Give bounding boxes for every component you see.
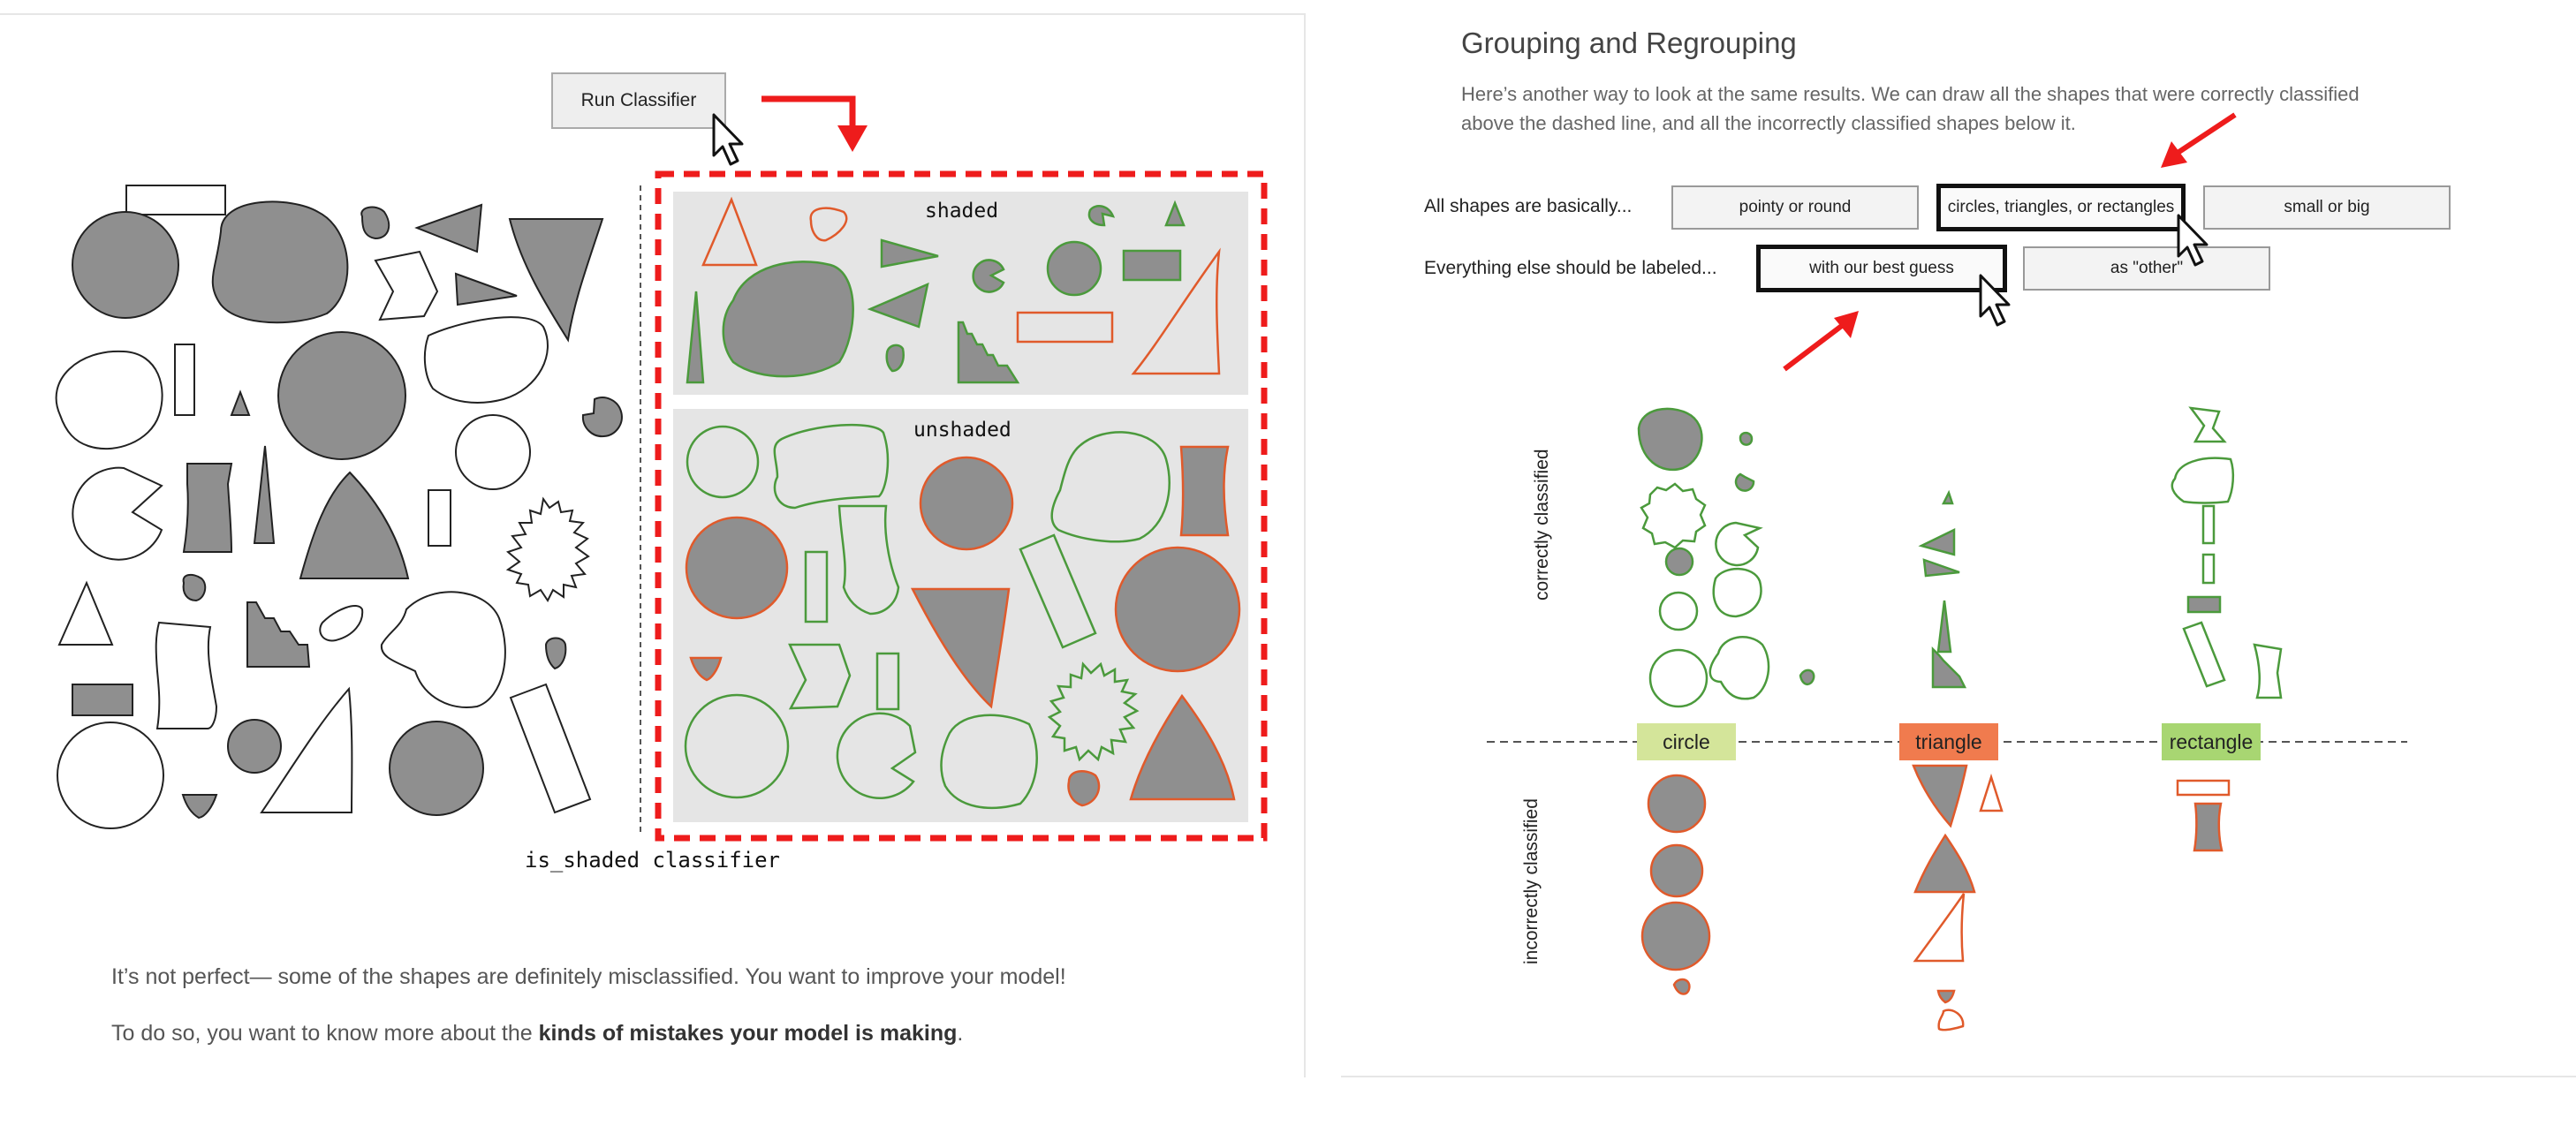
- bottom-border: [1341, 1076, 2576, 1077]
- description-line-2: above the dashed line, and all the incor…: [1461, 112, 2076, 134]
- shaded-label: shaded: [925, 200, 999, 223]
- paragraph-2-prefix: To do so, you want to know more about th…: [111, 1021, 539, 1046]
- row1-label: All shapes are basically...: [1424, 196, 1633, 216]
- top-border: [0, 13, 1306, 15]
- row2-label: Everything else should be labeled...: [1424, 258, 1717, 278]
- option-small-or-big[interactable]: small or big: [2203, 185, 2451, 230]
- paragraph-2-bold: kinds of mistakes your model is making: [538, 1021, 958, 1046]
- paragraph-2: To do so, you want to know more about th…: [111, 1021, 963, 1047]
- run-classifier-button[interactable]: Run Classifier: [551, 72, 726, 129]
- category-tag-rectangle: rectangle: [2162, 723, 2261, 760]
- category-tag-circle: circle: [1637, 723, 1736, 760]
- option-pointy-or-round[interactable]: pointy or round: [1671, 185, 1919, 230]
- paragraph-2-suffix: .: [957, 1021, 964, 1046]
- classifier-caption: is_shaded classifier: [525, 848, 780, 873]
- option-best-guess[interactable]: with our best guess: [1756, 245, 2007, 292]
- category-tag-triangle: triangle: [1899, 723, 1998, 760]
- option-circles-triangles-rectangles[interactable]: circles, triangles, or rectangles: [1936, 184, 2186, 231]
- section-title: Grouping and Regrouping: [1461, 26, 1797, 59]
- panel-divider: [1304, 13, 1306, 1077]
- paragraph-1: It’s not perfect— some of the shapes are…: [111, 964, 1066, 989]
- option-as-other[interactable]: as "other": [2023, 246, 2270, 291]
- unshaded-label: unshaded: [913, 419, 1011, 442]
- description-line-1: Here’s another way to look at the same r…: [1461, 83, 2360, 105]
